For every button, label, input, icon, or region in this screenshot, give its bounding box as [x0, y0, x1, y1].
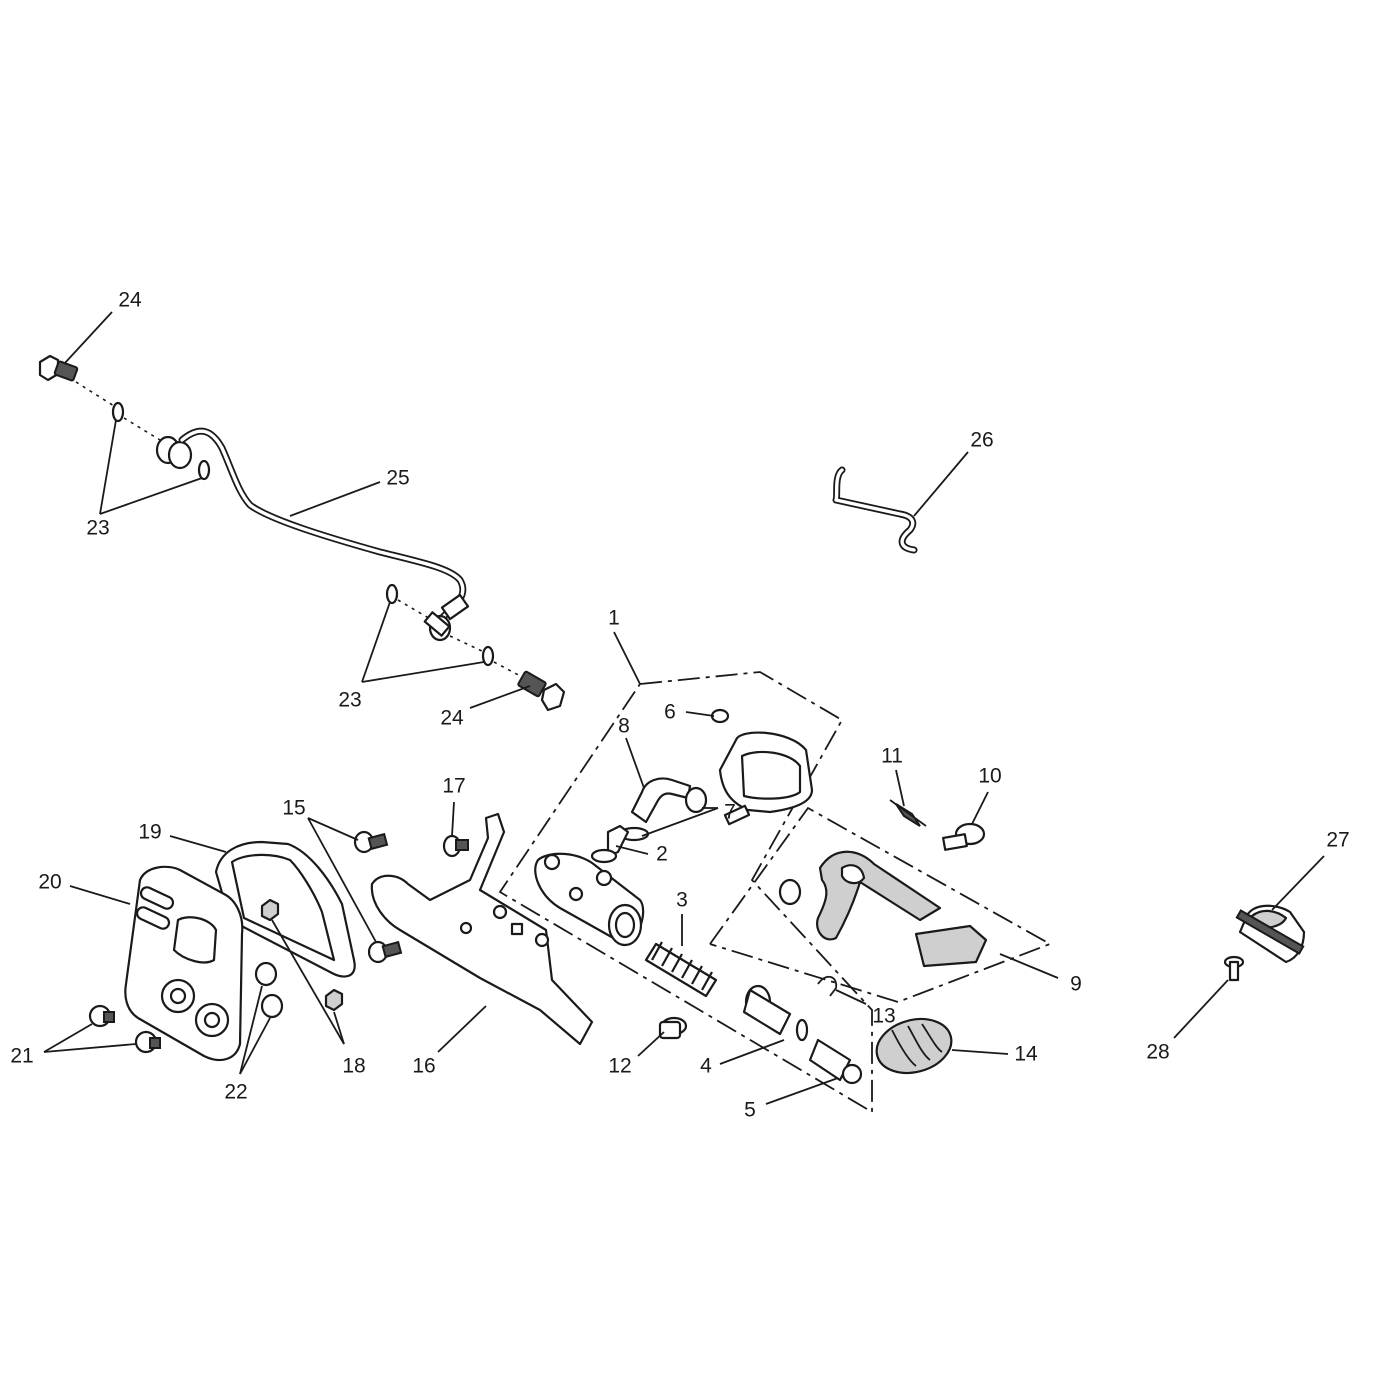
switch-pin — [1223, 955, 1245, 982]
washer-22-b — [260, 993, 284, 1019]
spring-small — [889, 799, 927, 827]
callout-18: 18 — [342, 1055, 365, 1078]
callout-10: 10 — [978, 765, 1001, 788]
nut-18-bottom — [324, 988, 344, 1012]
brake-pedal — [778, 850, 988, 968]
callout-7: 7 — [724, 801, 736, 824]
footrest-bracket — [370, 812, 594, 1046]
callout-1: 1 — [608, 607, 620, 630]
reservoir-hose — [630, 777, 692, 824]
callout-21: 21 — [10, 1045, 33, 1068]
bolt-15-top — [353, 830, 389, 854]
heat-shield-inner — [214, 840, 356, 978]
callout-16: 16 — [412, 1055, 435, 1078]
master-cylinder-body — [534, 852, 645, 947]
callout-20: 20 — [38, 871, 61, 894]
callout-28: 28 — [1146, 1041, 1169, 1064]
callout-3: 3 — [676, 889, 688, 912]
callout-23-top: 23 — [86, 517, 109, 540]
retaining-clip — [817, 975, 838, 997]
washer-22-a — [254, 961, 278, 987]
callout-11: 11 — [881, 745, 903, 768]
callout-12: 12 — [608, 1055, 631, 1078]
fluid-reservoir — [710, 708, 814, 826]
callout-27: 27 — [1326, 829, 1349, 852]
brake-pedal-group-outline — [709, 806, 1053, 1003]
callout-6: 6 — [664, 701, 676, 724]
callout-24-bottom: 24 — [440, 707, 464, 730]
piston-assembly — [742, 984, 809, 1042]
callout-8: 8 — [618, 715, 630, 738]
callout-23-bottom: 23 — [338, 689, 361, 712]
callout-24-top: 24 — [118, 289, 142, 312]
stop-bolt — [658, 1016, 688, 1040]
nut-18-top — [260, 898, 280, 922]
callout-labels: 1 2 3 4 5 6 7 8 9 10 11 12 13 14 15 16 1… — [10, 289, 1349, 1122]
pedal-rubber — [875, 1017, 953, 1075]
bolt-17 — [442, 834, 469, 858]
callout-22: 22 — [224, 1081, 247, 1104]
screw-21-a — [88, 1004, 115, 1028]
brake-light-switch — [1235, 904, 1306, 964]
brake-pipe-assembly — [38, 354, 566, 712]
washer-bottom-b — [481, 645, 495, 667]
callout-2: 2 — [656, 843, 668, 866]
pushrod-clevis — [808, 1038, 863, 1085]
callout-19: 19 — [138, 821, 161, 844]
banjo-bolt-bottom — [517, 670, 566, 712]
washer-top-b — [197, 459, 211, 481]
callout-26: 26 — [970, 429, 993, 452]
master-cylinder-group-outline — [498, 671, 873, 1114]
callout-14: 14 — [1014, 1043, 1038, 1066]
washer-top-a — [111, 401, 125, 423]
screw-21-b — [134, 1030, 161, 1054]
leader-lines — [43, 311, 1325, 1105]
heel-guard — [124, 865, 244, 1062]
banjo-bolt-top — [38, 354, 79, 382]
callout-17: 17 — [442, 775, 465, 798]
callout-4: 4 — [700, 1055, 712, 1078]
hose-connector — [590, 824, 630, 864]
pipe-end-fitting — [423, 593, 470, 642]
brake-pipe — [178, 427, 467, 624]
callout-9: 9 — [1070, 973, 1082, 996]
washer-bottom-a — [385, 583, 399, 605]
callout-15: 15 — [282, 797, 305, 820]
return-spring — [644, 941, 718, 998]
banjo-fitting-top — [155, 435, 193, 470]
callout-25: 25 — [386, 467, 409, 490]
pivot-bolt — [942, 822, 986, 851]
bolt-15-bottom — [367, 940, 403, 964]
callout-13: 13 — [872, 1005, 895, 1028]
callout-5: 5 — [744, 1099, 756, 1122]
